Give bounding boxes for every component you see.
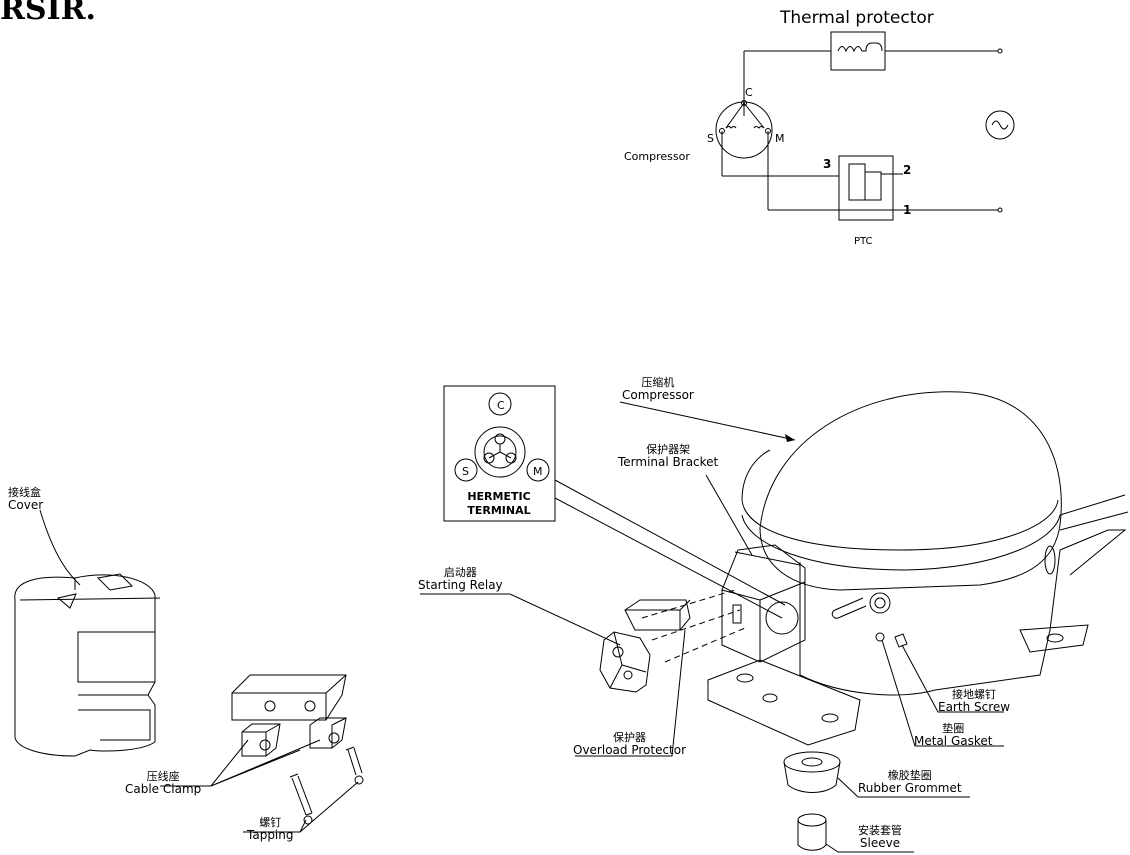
metal-gasket-label-cn: 垫圈 [942,722,965,735]
terminal-bracket-label-cn: 保护器架 [646,443,691,456]
terminal-3-label: 3 [823,157,831,171]
starting-relay-part [599,631,651,693]
rubber-grommet-label-cn: 橡胶垫圈 [887,769,932,782]
ptc-label: PTC [854,236,873,247]
overload-protector-leader [575,629,686,757]
page-heading: RSIR. [0,0,97,27]
hermetic-terminal-leader [554,479,786,619]
terminal-1-label: 1 [903,203,911,217]
rubber-grommet-part [783,751,841,793]
tapping-screw-2 [345,746,363,776]
earth-screw-label-cn: 接地螺钉 [952,688,997,701]
compressor-label-en: Compressor [622,388,694,402]
overload-protector-part [624,599,691,631]
overload-protector-label: 保护器 Overload Protector [573,731,686,757]
metal-gasket-label-en: Metal Gasket [914,734,993,748]
starting-relay-leader [420,593,621,646]
pin-c-label: C [745,86,753,99]
wiring-schematic: Thermal protector Compressor PTC C S M 3… [624,8,1015,247]
sleeve-label: 安装套管 Sleeve [858,824,902,850]
earth-screw-part [894,633,908,648]
overload-protector-label-en: Overload Protector [573,743,687,757]
pin-m-label: M [775,132,785,145]
cover-part [14,573,161,757]
cover-label-en: Cover [8,498,44,512]
overload-protector-label-cn: 保护器 [613,731,647,744]
compressor-label: 压缩机 Compressor [622,376,694,402]
starting-relay-label-cn: 启动器 [443,566,477,579]
ht-line1: HERMETIC [467,490,530,503]
thermal-protector-box [830,31,886,71]
compressor-leader [619,401,796,441]
cable-clamp-label: 压线座 Cable Clamp [125,770,201,796]
starting-relay-label-en: Starting Relay [418,578,503,592]
cover-leader [39,509,81,586]
ptc-box [838,155,894,221]
tapping-label-cn: 螺钉 [259,816,282,829]
earth-screw-label-en: Earth Screw [938,700,1011,714]
compressor-motor-circle [715,101,773,159]
metal-gasket-label: 垫圈 Metal Gasket [914,722,992,748]
rubber-grommet-leader [837,777,970,798]
earth-screw-leader [901,644,1004,713]
thermal-protector-label: Thermal protector [779,8,934,28]
sleeve-label-cn: 安装套管 [858,824,902,837]
ptc-element [848,163,866,201]
exploded-view-drawing: C S M HERMETIC TERMINAL [14,385,1129,853]
metal-gasket-part [875,632,885,642]
ac-source-icon [985,110,1015,140]
terminal-2-label: 2 [903,163,911,177]
terminal-bracket-label: 保护器架 Terminal Bracket [618,443,718,469]
ht-pin-c: C [497,399,505,412]
pin-s-label: S [707,132,714,145]
cable-clamp-label-en: Cable Clamp [125,782,202,796]
terminal-bracket-label-en: Terminal Bracket [618,455,719,469]
sleeve-leader [825,843,914,853]
cover-label: 接线盒 Cover [8,486,43,512]
ht-pin-m: M [533,465,543,478]
starting-relay-label: 启动器 Starting Relay [418,566,503,592]
tapping-screw-1 [289,773,313,816]
cable-clamp-leader [160,739,321,787]
cable-clamp-part [231,674,347,757]
sleeve-label-en: Sleeve [859,836,901,850]
ht-line2: TERMINAL [467,504,530,517]
ht-pin-s: S [462,465,469,478]
cable-clamp-label-cn: 压线座 [146,770,180,783]
rubber-grommet-label-en: Rubber Grommet [858,781,962,795]
compressor-label-cn: 压缩机 [641,376,675,389]
compressor-body [707,391,1129,746]
terminal-bracket-part [721,544,806,663]
terminal-bracket-leader [705,474,753,556]
cover-label-cn: 接线盒 [8,486,41,499]
tapping-label: 螺钉 Tapping [247,816,294,842]
tapping-leader [243,781,359,833]
hermetic-terminal-box [443,385,556,522]
sleeve-part [797,813,827,851]
rubber-grommet-label: 橡胶垫圈 Rubber Grommet [858,769,962,795]
compressor-schematic-label: Compressor [624,150,690,163]
thermal-protector-element [837,42,883,53]
metal-gasket-leader [881,639,1004,747]
tapping-label-en: Tapping [247,828,294,842]
earth-screw-label: 接地螺钉 Earth Screw [938,688,1010,714]
